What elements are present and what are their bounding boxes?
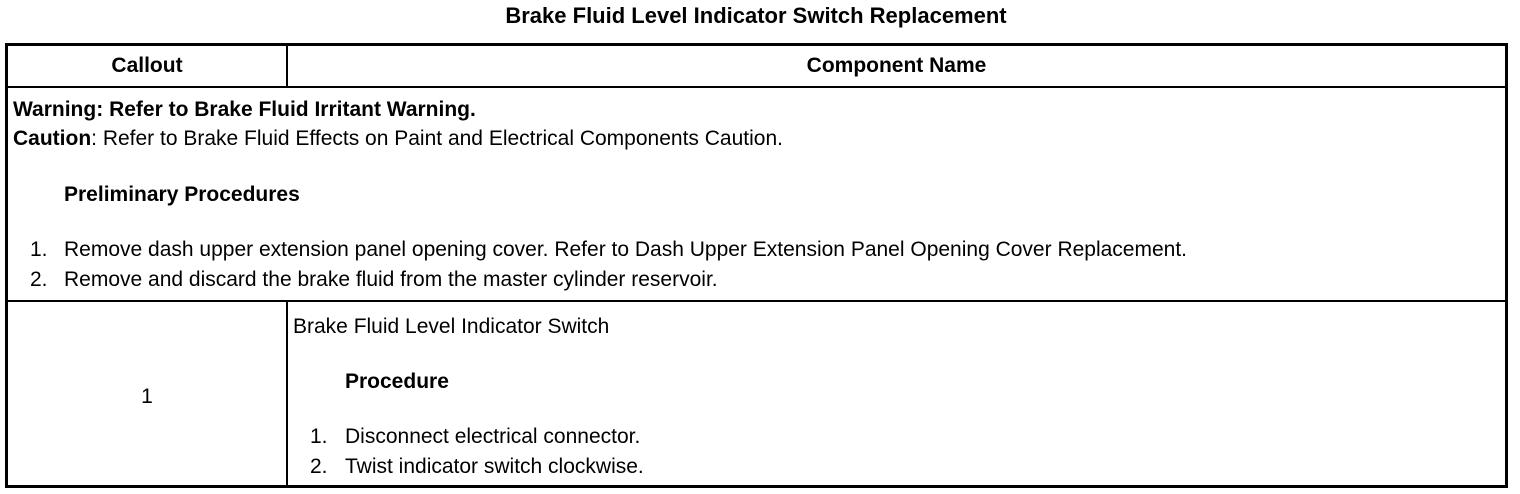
caution-text: : Refer to Brake Fluid Effects on Paint … — [91, 127, 783, 150]
procedure-heading: Procedure — [345, 370, 449, 393]
warning-text: Refer to Brake Fluid Irritant Warning. — [109, 98, 476, 121]
callout-number: 1 — [141, 385, 153, 408]
warning-label: Warning: — [13, 98, 104, 121]
caution-label: Caution — [13, 127, 92, 150]
header-component-name: Component Name — [806, 54, 987, 77]
table-header-row: Callout Component Name — [8, 46, 1505, 88]
procedure-table: Callout Component Name Warning: Refer to… — [5, 43, 1508, 488]
warning-line: Warning: Refer to Brake Fluid Irritant W… — [13, 97, 476, 123]
notes-row: Warning: Refer to Brake Fluid Irritant W… — [8, 88, 1505, 302]
table-row: 1 Brake Fluid Level Indicator Switch Pro… — [8, 302, 1505, 485]
procedure-step-text: Disconnect electrical connector. — [345, 425, 641, 448]
procedure-step-number: 1. — [310, 425, 328, 448]
procedure-step-text: Twist indicator switch clockwise. — [345, 455, 644, 478]
header-callout: Callout — [8, 46, 288, 86]
preliminary-step-text: Remove dash upper extension panel openin… — [64, 238, 1188, 261]
caution-line: Caution: Refer to Brake Fluid Effects on… — [13, 126, 783, 152]
preliminary-step-text: Remove and discard the brake fluid from … — [64, 268, 718, 291]
preliminary-step-number: 1. — [30, 238, 48, 261]
preliminary-step-number: 2. — [30, 268, 48, 291]
procedure-step-number: 2. — [310, 455, 328, 478]
callout-cell: 1 — [8, 302, 288, 485]
component-name: Brake Fluid Level Indicator Switch — [293, 315, 610, 338]
preliminary-heading: Preliminary Procedures — [64, 183, 300, 206]
page-title: Brake Fluid Level Indicator Switch Repla… — [505, 3, 1007, 28]
